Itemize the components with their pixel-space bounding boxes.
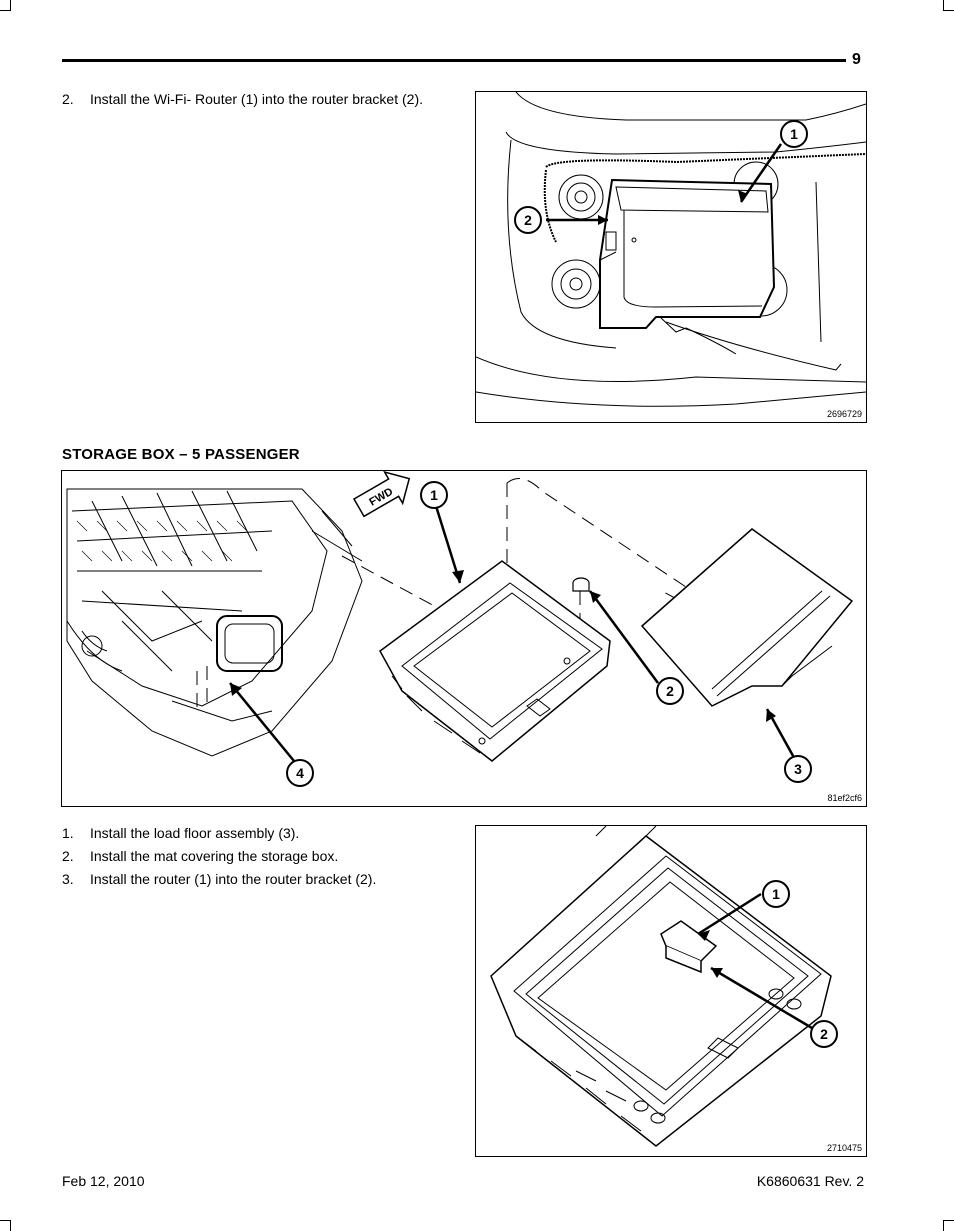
- list-item: 2. Install the mat covering the storage …: [62, 845, 376, 868]
- figure-id: 2710475: [826, 1143, 862, 1153]
- callout-1: 1: [780, 120, 808, 148]
- callout-2: 2: [656, 677, 684, 705]
- callout-2: 2: [810, 1020, 838, 1048]
- figure-router-storage-box: 1 2 2710475: [475, 825, 867, 1157]
- storage-box-exploded-illustration: FWD: [66, 471, 854, 764]
- step-text: Install the load floor assembly (3).: [90, 825, 300, 841]
- callout-4: 4: [286, 759, 314, 787]
- header-rule: [62, 59, 846, 62]
- step-text: Install the Wi-Fi- Router (1) into the r…: [90, 91, 423, 107]
- list-item: 1. Install the load floor assembly (3).: [62, 822, 376, 845]
- figure-id: 81ef2cf6: [827, 793, 862, 803]
- section-heading: STORAGE BOX – 5 PASSENGER: [62, 446, 300, 463]
- router-install-step: 2. Install the Wi-Fi- Router (1) into th…: [62, 88, 423, 111]
- step-number: 1.: [62, 825, 74, 841]
- footer-document-number: K6860631 Rev. 2: [756, 1173, 864, 1189]
- crop-mark-bottom-left: [0, 1220, 11, 1231]
- figure-router-bracket: 1 2 2696729: [475, 91, 867, 423]
- step-text: Install the router (1) into the router b…: [90, 871, 377, 887]
- footer-date: Feb 12, 2010: [62, 1173, 145, 1189]
- list-item: 3. Install the router (1) into the route…: [62, 868, 376, 891]
- figure-storage-box-exploded: FWD: [61, 470, 867, 807]
- crop-mark-top-right: [943, 0, 954, 11]
- callout-1: 1: [762, 880, 790, 908]
- storage-box-steps: 1. Install the load floor assembly (3). …: [62, 822, 376, 891]
- router-bracket-illustration: [476, 92, 866, 407]
- step-number: 2.: [62, 848, 74, 864]
- step-number: 2.: [62, 91, 74, 107]
- list-item: 2. Install the Wi-Fi- Router (1) into th…: [62, 88, 423, 111]
- step-number: 3.: [62, 871, 74, 887]
- crop-mark-top-left: [0, 0, 11, 11]
- router-storage-box-illustration: [490, 826, 832, 1147]
- figure-id: 2696729: [826, 409, 862, 419]
- callout-1: 1: [420, 481, 448, 509]
- callout-2: 2: [514, 206, 542, 234]
- step-text: Install the mat covering the storage box…: [90, 848, 339, 864]
- callout-3: 3: [784, 755, 812, 783]
- page-number: 9: [852, 51, 861, 68]
- crop-mark-bottom-right: [943, 1220, 954, 1231]
